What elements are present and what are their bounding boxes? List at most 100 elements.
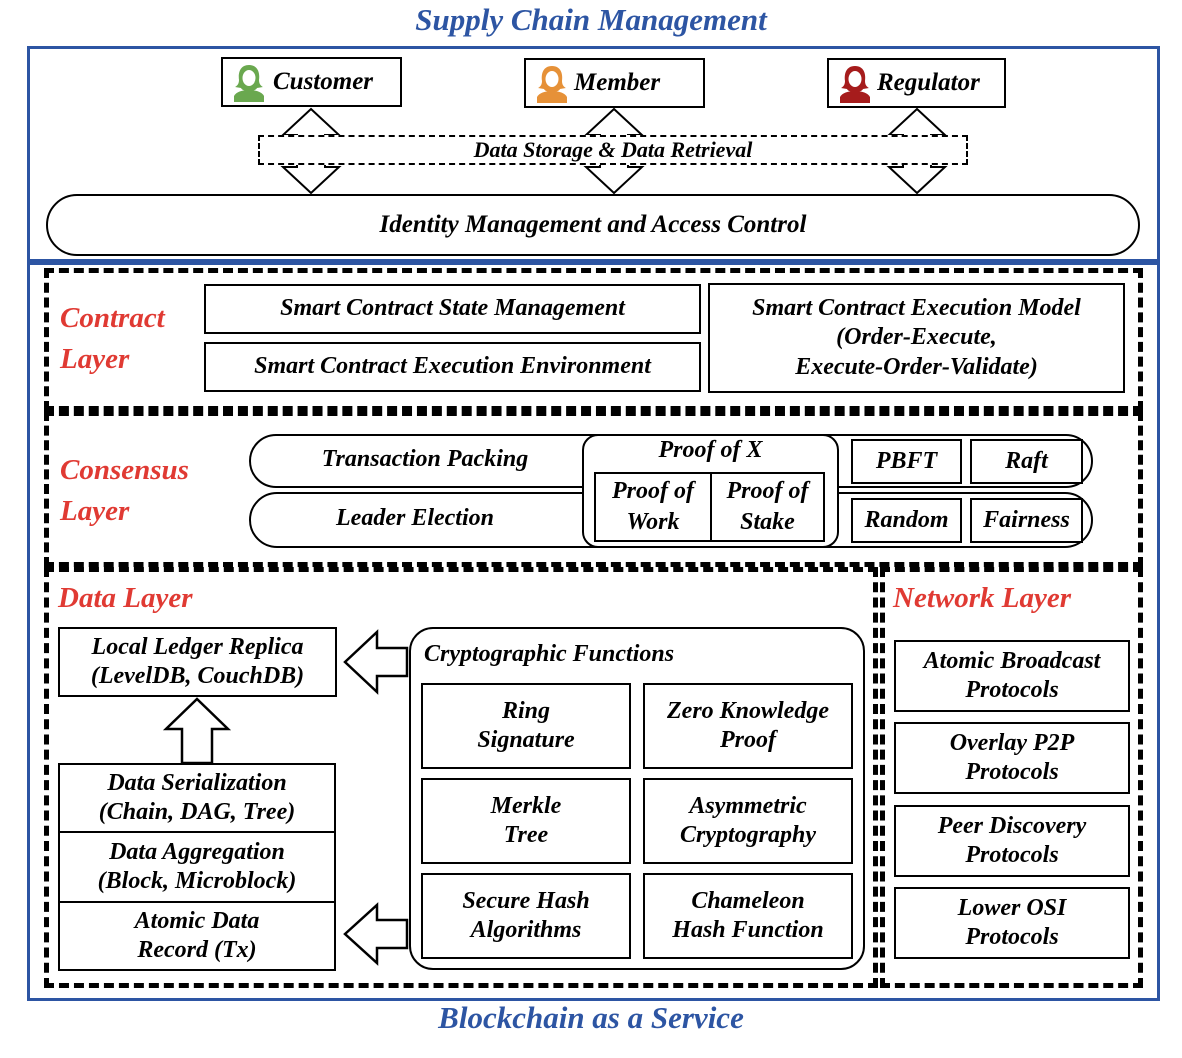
consensus-title-line1: Consensus [60,454,189,486]
execution-model-line2: (Order-Execute, [836,324,997,351]
identity-bar: Identity Management and Access Control [46,194,1140,256]
ledger-line1: Local Ledger Replica [91,633,304,660]
baas-panel [27,262,1160,1001]
random-box: Random [851,498,962,543]
asymmetric-crypto-line2: Cryptography [679,822,816,848]
execution-model-box: Smart Contract Execution Model (Order-Ex… [708,283,1125,393]
state-management-box: Smart Contract State Management [204,284,701,334]
aggregation-line1: Data Aggregation [109,838,285,865]
atomic-broadcast-line1: Atomic Broadcast [923,647,1101,674]
customer-box: Customer [221,57,402,107]
crypto-functions-title: Cryptographic Functions [424,641,675,667]
ledger-line2: (LevelDB, CouchDB) [90,663,305,689]
record-left-arrow [343,902,409,966]
fairness-box: Fairness [970,498,1083,543]
merkle-tree-line1: Merkle [490,792,562,819]
network-layer-title: Network Layer [893,582,1071,614]
consensus-title-line2: Layer [60,494,130,527]
pow-line2: Work [626,509,680,535]
execution-model-line3: Execute-Order-Validate) [795,353,1038,380]
serialization-box: Data Serialization (Chain, DAG, Tree) [58,763,336,833]
chameleon-hash-line1: Chameleon [691,887,805,914]
aggregation-box: Data Aggregation (Block, Microblock) [58,831,336,903]
aggregation-line2: (Block, Microblock) [97,868,297,894]
contract-layer-frame [44,268,1143,411]
ledger-box: Local Ledger Replica (LevelDB, CouchDB) [58,627,337,697]
lower-osi-box: Lower OSI Protocols [894,887,1130,959]
top-title: Supply Chain Management [415,2,767,37]
member-label: Member [574,68,661,96]
leader-election-label: Leader Election [336,505,494,531]
contract-title-line1: Contract [60,302,165,334]
execution-environment-box: Smart Contract Execution Environment [204,342,701,392]
execution-environment-label: Smart Contract Execution Environment [254,353,651,380]
pow-line1: Proof of [612,477,694,504]
atomic-broadcast-box: Atomic Broadcast Protocols [894,640,1130,712]
transaction-packing-label: Transaction Packing [321,446,529,472]
proof-of-work-box: Proof of Work [594,472,712,542]
member-icon [537,66,567,103]
proof-of-x-label: Proof of X [658,437,763,463]
merkle-tree-line2: Tree [503,822,549,848]
up-arrow [162,697,232,765]
record-box: Atomic Data Record (Tx) [58,901,336,971]
atomic-broadcast-line2: Protocols [965,677,1059,703]
zero-knowledge-box: Zero Knowledge Proof [643,683,853,769]
peer-discovery-box: Peer Discovery Protocols [894,805,1130,877]
secure-hash-line1: Secure Hash [462,887,590,914]
merkle-tree-box: Merkle Tree [421,778,631,864]
consensus-layer-title: Consensus Layer [60,450,240,531]
raft-box: Raft [970,439,1083,484]
bottom-title: Blockchain as a Service [438,1000,744,1035]
lower-osi-line2: Protocols [965,924,1059,950]
chameleon-hash-line2: Hash Function [672,917,824,943]
ring-signature-line1: Ring [501,697,551,724]
ring-signature-box: Ring Signature [421,683,631,769]
pos-line1: Proof of [726,477,809,504]
overlay-p2p-box: Overlay P2P Protocols [894,722,1130,794]
data-layer-title: Data Layer [58,582,193,614]
peer-discovery-line1: Peer Discovery [937,812,1087,839]
data-layer-frame [44,567,878,988]
identity-label: Identity Management and Access Control [379,211,807,238]
customer-icon [234,65,264,102]
member-box: Member [524,58,705,108]
pos-line2: Stake [740,509,795,535]
state-management-label: Smart Contract State Management [280,295,625,322]
regulator-icon [840,66,870,103]
lower-osi-line1: Lower OSI [957,894,1067,921]
proof-of-stake-box: Proof of Stake [710,472,825,542]
serialization-line1: Data Serialization [107,769,287,796]
secure-hash-line2: Algorithms [470,917,582,943]
serialization-line2: (Chain, DAG, Tree) [98,799,296,825]
ring-signature-line2: Signature [477,727,575,753]
overlay-p2p-line1: Overlay P2P [949,729,1075,756]
zero-knowledge-line1: Zero Knowledge [667,697,829,724]
regulator-box: Regulator [827,58,1006,108]
chameleon-hash-box: Chameleon Hash Function [643,873,853,959]
pbft-label: PBFT [875,447,938,474]
consensus-layer-frame [44,411,1143,567]
overlay-p2p-line2: Protocols [965,759,1059,785]
contract-layer-title: Contract Layer [60,298,210,379]
record-line2: Record (Tx) [137,937,257,963]
ledger-left-arrow [343,629,409,695]
data-storage-bar: Data Storage & Data Retrieval [258,135,968,165]
peer-discovery-line2: Protocols [965,842,1059,868]
asymmetric-crypto-box: Asymmetric Cryptography [643,778,853,864]
fairness-label: Fairness [983,506,1070,533]
random-label: Random [864,506,949,533]
data-storage-label: Data Storage & Data Retrieval [473,137,753,162]
pbft-box: PBFT [851,439,962,484]
contract-title-line2: Layer [60,342,130,375]
zero-knowledge-line2: Proof [720,727,776,753]
record-line1: Atomic Data [134,907,260,934]
execution-model-line1: Smart Contract Execution Model [752,295,1081,322]
network-layer-frame [880,567,1143,988]
raft-label: Raft [1005,447,1048,474]
secure-hash-box: Secure Hash Algorithms [421,873,631,959]
asymmetric-crypto-line1: Asymmetric [689,792,807,819]
supply-chain-panel [27,46,1160,262]
regulator-label: Regulator [877,68,980,96]
customer-label: Customer [273,67,374,95]
